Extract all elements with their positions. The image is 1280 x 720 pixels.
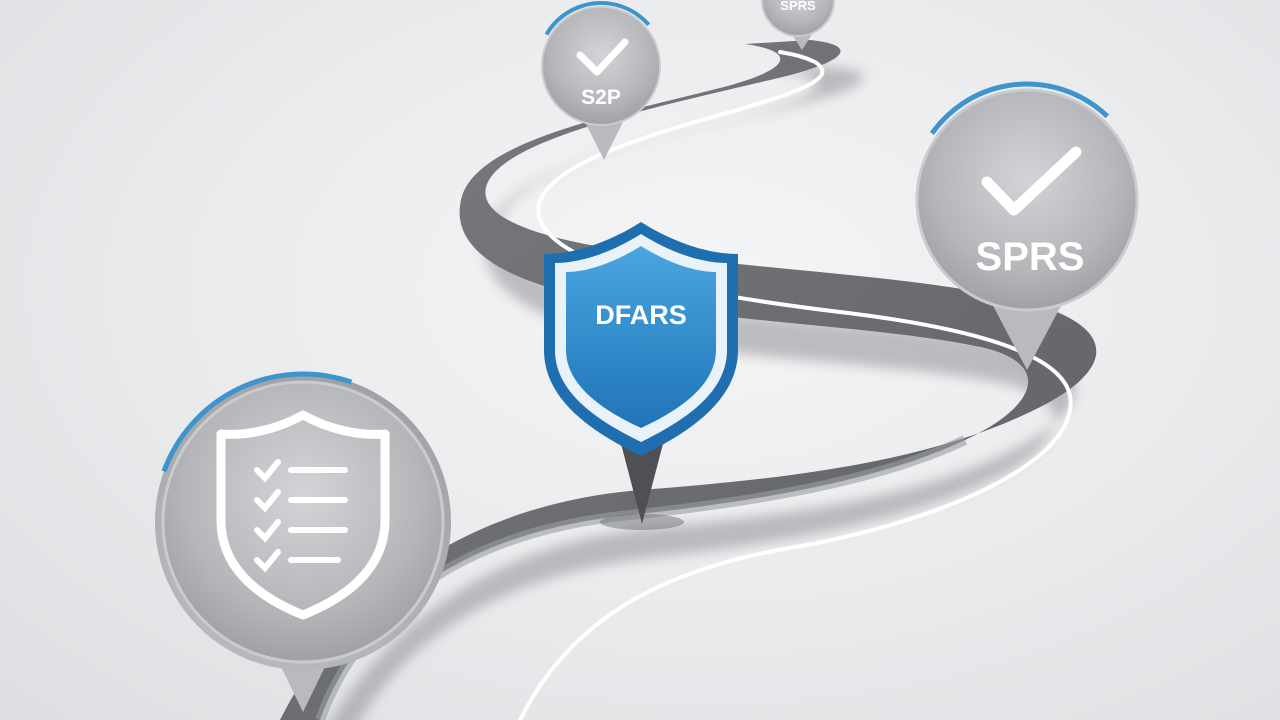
pin-body [161,380,445,664]
marker-sprs[interactable]: SPRS [865,38,1188,370]
pin-tail [990,300,1064,370]
check-icon [576,38,629,76]
pin-body [761,0,835,37]
ssp-label: S2P [581,86,621,109]
sprs-small-label: SPRS [780,0,816,13]
shield-icon [544,222,738,456]
marker-shield-checklist[interactable] [113,332,492,712]
shield-checklist-icon [216,410,390,620]
sprs-label: SPRS [976,235,1085,279]
marker-ssp[interactable]: S2P [515,0,687,160]
dfars-label: DFARS [595,300,687,330]
marker-dfars[interactable]: DFARS [544,222,738,530]
pin-ring [536,1,667,131]
check-icon [981,146,1082,216]
road-center-line [518,50,1073,720]
road-shadow [330,66,1075,720]
marker-sprs-small[interactable]: SPRS [761,0,835,50]
pin-tail [584,120,624,160]
pin-spike [620,440,664,524]
